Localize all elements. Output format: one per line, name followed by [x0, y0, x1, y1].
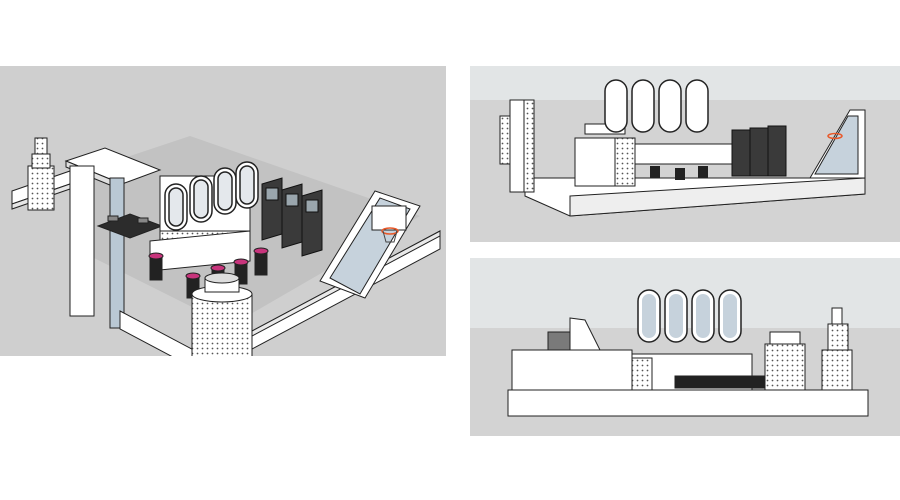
oval-mirror-1 [164, 183, 188, 231]
tall-tower-left [499, 99, 535, 193]
arcade-cabinets [261, 177, 323, 257]
isometric-view-drawing [0, 66, 446, 356]
stage-platform [507, 389, 869, 417]
dotted-tower-left [27, 137, 55, 211]
oval-mirror-3 [213, 167, 237, 215]
bar-block [574, 123, 736, 187]
isometric-view-panel [0, 66, 446, 356]
arcade-cabinet-3 [301, 189, 323, 257]
left-block [511, 317, 633, 391]
stage-platform [524, 177, 866, 217]
dotted-booth-front [191, 272, 253, 356]
arcade-cabinet-1 [261, 177, 283, 241]
basketball-game [319, 190, 421, 299]
bar-block [631, 353, 771, 391]
dj-table [96, 213, 164, 239]
rear-elevation-panel [470, 66, 900, 242]
arcade-cabinets [731, 125, 787, 177]
oval-mirrors [164, 161, 259, 231]
arcade-cabinet-2 [281, 183, 303, 249]
dotted-tower-right [821, 307, 853, 391]
bar-stools [650, 166, 708, 180]
basketball-game [809, 109, 866, 179]
oval-mirror-4 [235, 161, 259, 209]
bar-stool [253, 247, 269, 276]
rear-elevation-drawing [470, 66, 900, 242]
front-elevation-panel [470, 258, 900, 436]
front-elevation-drawing [470, 258, 900, 436]
bar-stool [148, 252, 164, 281]
oval-mirror-2 [189, 175, 213, 223]
view-sky [470, 66, 900, 100]
dotted-booth-right [764, 331, 806, 391]
oval-mirrors [604, 79, 709, 133]
oval-mirrors [637, 289, 742, 343]
